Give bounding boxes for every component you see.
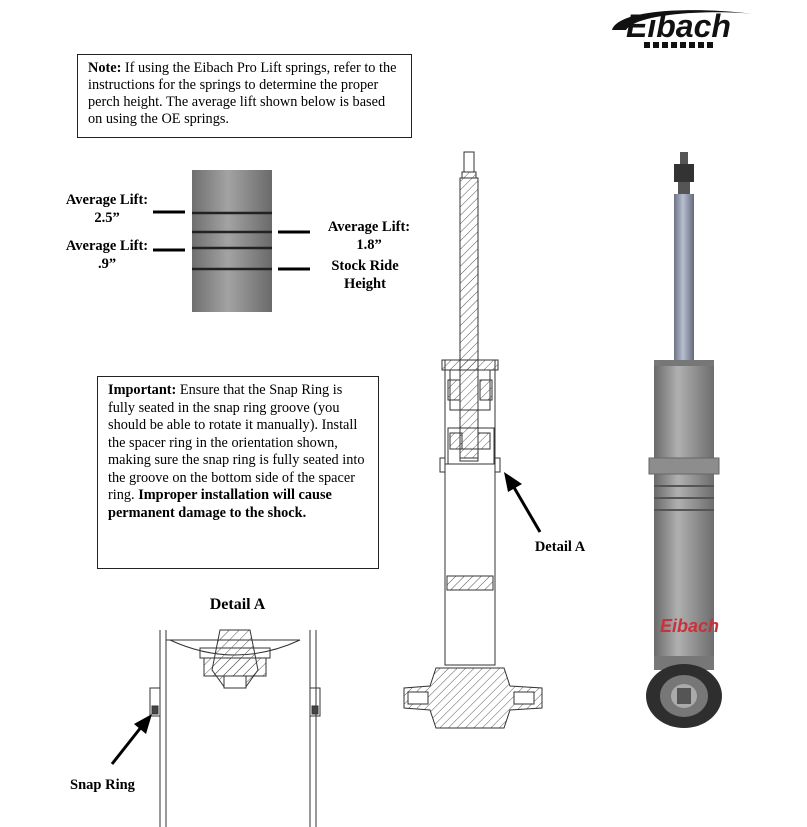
lift-2-5-label: Average Lift: 2.5” (65, 192, 149, 226)
note-heading: Note: (88, 60, 122, 76)
lift-cylinder-illustration (192, 170, 272, 312)
important-warning: Improper installation will cause permane… (108, 487, 332, 521)
snap-ring-label: Snap Ring (70, 777, 135, 793)
shock-decal: Eibach (660, 616, 719, 636)
note-box: Note: If using the Eibach Pro Lift sprin… (77, 54, 412, 138)
important-body: Ensure that the Snap Ring is fully seate… (108, 382, 365, 503)
detail-a-enlarged-view (149, 629, 321, 827)
shock-cross-section (403, 151, 543, 729)
lift-1-8-label: Average Lift: 1.8” (327, 219, 411, 253)
snap-ring-arrow (110, 714, 152, 765)
shock-photo-illustration: Eibach (646, 152, 722, 728)
note-body: If using the Eibach Pro Lift springs, re… (88, 60, 397, 127)
detail-a-callout: Detail A (534, 539, 586, 555)
important-box: Important: Ensure that the Snap Ring is … (97, 376, 379, 569)
detail-a-arrow (504, 472, 542, 533)
lift-0-9-label: Average Lift: .9” (65, 238, 149, 272)
lift-leader-lines (153, 210, 310, 271)
logo-wordmark: Eibach (626, 8, 731, 44)
detail-a-title: Detail A (209, 596, 266, 613)
stock-ride-height-label: Stock Ride Height (331, 258, 399, 292)
important-heading: Important: (108, 382, 177, 398)
eibach-logo: Eibach (608, 4, 758, 54)
